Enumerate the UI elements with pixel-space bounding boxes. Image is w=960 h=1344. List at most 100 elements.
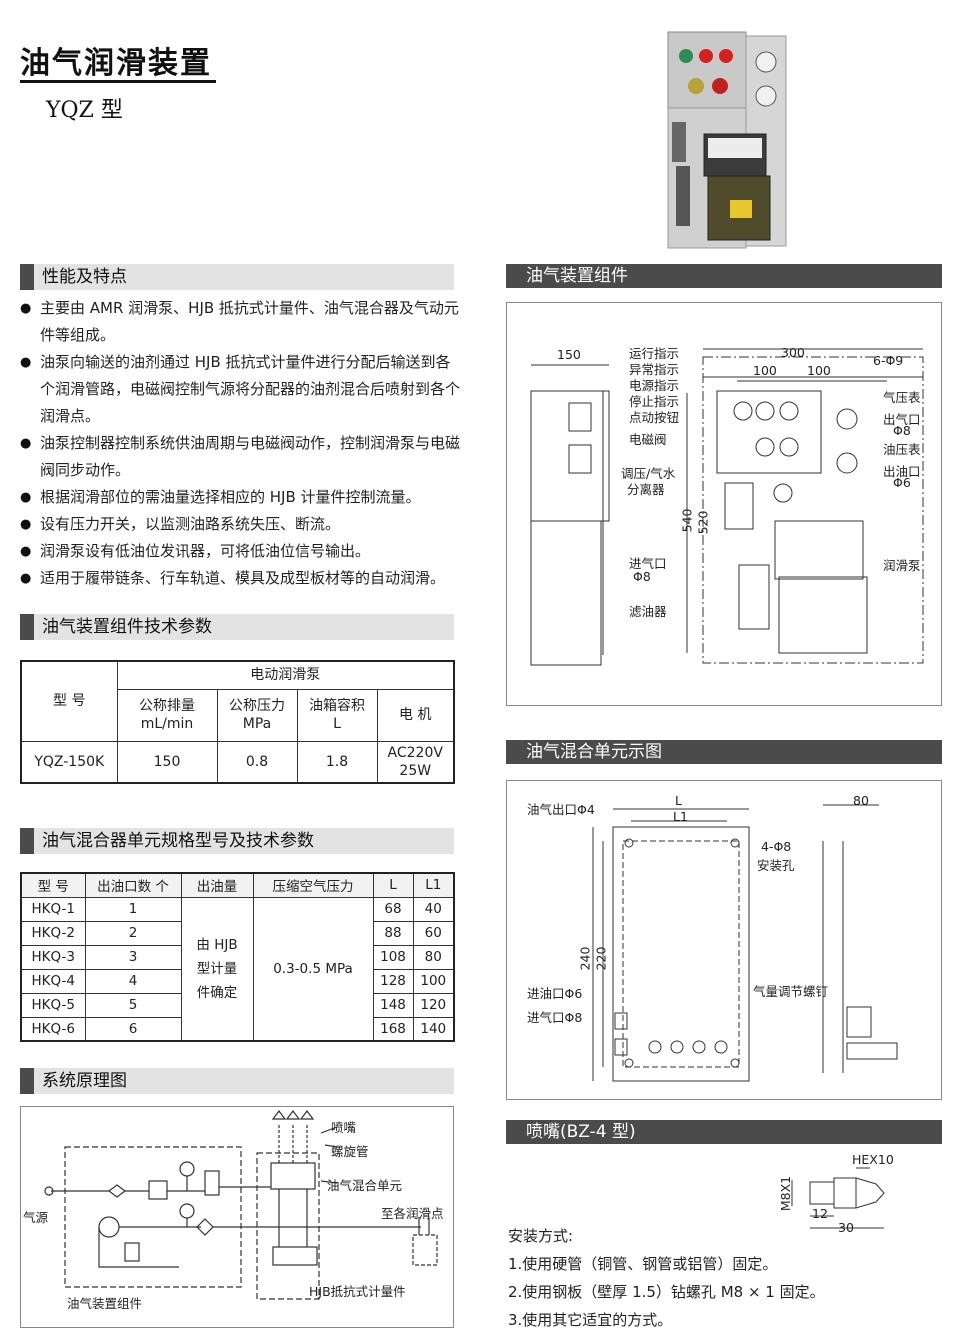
label-nozzle: 喷嘴 — [331, 1120, 357, 1135]
table-header: 出油量 — [180, 872, 254, 898]
label-jog: 点动按钮 — [629, 410, 680, 425]
red-light-icon — [699, 49, 713, 63]
label-power: 电源指示 — [629, 378, 680, 393]
table-header: 型 号 — [20, 660, 118, 742]
table-header: L1 — [412, 872, 455, 898]
label-mixer: 油气混合单元 — [327, 1178, 403, 1193]
label-air-outlet: 出气口 — [883, 412, 921, 427]
system-schematic — [44, 1110, 438, 1300]
dim-220: 220 — [593, 946, 609, 971]
product-photo — [667, 31, 787, 249]
pressure-cell: 0.3-0.5 MPa — [252, 896, 374, 1042]
label-air-inlet: 进气口Φ8 — [527, 1010, 583, 1025]
list-item: 润滑泵设有低油位发讯器，可将低油位信号输出。 — [20, 538, 460, 565]
label-oil-gauge: 油压表 — [883, 442, 921, 457]
pump-icon — [778, 576, 868, 654]
install-step: 2.使用钢板（壁厚 1.5）钻螺孔 M8 × 1 固定。 — [508, 1283, 825, 1301]
system-diagram: 喷嘴 螺旋管 油气混合单元 至各润滑点 气源 油气装置组件 HJB抵抗式计量件 — [20, 1106, 454, 1328]
label-to-points: 至各润滑点 — [381, 1206, 444, 1221]
dim-L: L — [675, 793, 682, 808]
table-header: 压缩空气压力 — [252, 872, 374, 898]
regulator-icon — [724, 482, 754, 530]
dim-holes: 6-Φ9 — [873, 353, 904, 368]
dim-L1: L1 — [673, 809, 688, 824]
label-oil-outlet: Φ6 — [893, 475, 911, 490]
label-valve: 电磁阀 — [629, 432, 667, 447]
dim-240: 240 — [577, 946, 593, 971]
label-air-inlet: 进气口 — [629, 556, 667, 571]
label-oil-air-outlet: 油气出口Φ4 — [527, 802, 595, 817]
table-header: 型 号 — [20, 872, 86, 898]
label-run: 运行指示 — [629, 346, 680, 361]
label-holes: 安装孔 — [757, 858, 795, 873]
regulator-icon — [148, 1180, 168, 1200]
install-title: 安装方式: — [508, 1227, 574, 1245]
install-step: 1.使用硬管（铜管、钢管或铝管）固定。 — [508, 1255, 778, 1273]
assembly-drawing: 150 300 100 100 6-Φ9 540 520 运行指示 异常指示 电… — [506, 302, 942, 706]
list-item: 主要由 AMR 润滑泵、HJB 抵抗式计量件、油气混合器及气动元件等组成。 — [20, 295, 460, 349]
list-item: 油泵控制器控制系统供油周期与电磁阀动作，控制润滑泵与电磁阀同步动作。 — [20, 430, 460, 484]
label-regulator: 分离器 — [627, 482, 665, 497]
pump-icon — [98, 1216, 120, 1238]
section-assembly: 油气装置组件 — [506, 264, 942, 288]
list-item: 适用于履带链条、行车轨道、模具及成型板材等的自动润滑。 — [20, 565, 460, 592]
list-item: 根据润滑部位的需油量选择相应的 HJB 计量件控制流量。 — [20, 484, 460, 511]
table-header: 电动润滑泵 — [116, 660, 455, 690]
dim-80: 80 — [853, 793, 869, 808]
filter-icon — [738, 564, 770, 630]
nozzle-drawing — [791, 1167, 885, 1229]
gauge-icon — [179, 1161, 195, 1177]
label-assembly: 油气装置组件 — [67, 1296, 143, 1311]
dim-100: 100 — [753, 363, 777, 378]
oil-gauge-icon — [836, 452, 858, 474]
meter-icon — [272, 1246, 318, 1266]
table-header: L — [372, 872, 414, 898]
list-item: 设有压力开关，以监测油路系统失压、断流。 — [20, 511, 460, 538]
air-gauge-icon — [755, 51, 777, 73]
green-light-icon — [679, 49, 693, 63]
dim-hex: HEX10 — [852, 1152, 894, 1167]
air-source-icon — [44, 1186, 54, 1196]
dim-30: 30 — [838, 1220, 854, 1235]
section-features: 性能及特点 — [20, 264, 454, 290]
adjust-screw-icon — [846, 1006, 872, 1038]
label-air: 气源 — [23, 1210, 49, 1225]
label-filter: 滤油器 — [629, 604, 667, 619]
nozzle-icon — [271, 1110, 315, 1120]
label-oil-inlet: 进油口Φ6 — [527, 986, 583, 1001]
dim-300: 300 — [781, 345, 805, 360]
air-gauge-icon — [836, 408, 858, 430]
install-step: 3.使用其它适宜的方式。 — [508, 1311, 673, 1329]
dim-150: 150 — [557, 347, 581, 362]
page-title: 油气润滑装置 — [20, 46, 212, 81]
label-spiral: 螺旋管 — [331, 1144, 369, 1159]
label-air-outlet: Φ8 — [893, 423, 911, 438]
mixer-unit-drawing: L L1 80 240 220 油气出口Φ4 4-Φ8 安装孔 进油口Φ6 进气… — [506, 780, 942, 1100]
list-item: 油泵向输送的油剂通过 HJB 抵抗式计量件进行分配后输送到各个润滑管路，电磁阀控… — [20, 349, 460, 430]
feature-list: 主要由 AMR 润滑泵、HJB 抵抗式计量件、油气混合器及气动元件等组成。 油泵… — [20, 295, 460, 592]
dim-540: 540 — [679, 508, 695, 533]
label-adjust-screw: 气量调节螺钉 — [753, 984, 829, 999]
table-header: 电 机 — [376, 688, 455, 742]
label-pump: 润滑泵 — [883, 558, 921, 573]
dim-12: 12 — [812, 1206, 828, 1221]
title-underline — [20, 80, 216, 83]
dim-520: 520 — [695, 510, 711, 535]
dim-thread: M8X1 — [778, 1175, 794, 1212]
label-abnormal: 异常指示 — [629, 362, 680, 377]
section-mixer-unit: 油气混合单元示图 — [506, 740, 942, 764]
label-meter: HJB抵抗式计量件 — [309, 1284, 406, 1299]
section-tech-params: 油气装置组件技术参数 — [20, 614, 454, 640]
section-system: 系统原理图 — [20, 1068, 454, 1094]
section-mixer-params: 油气混合器单元规格型号及技术参数 — [20, 828, 454, 854]
